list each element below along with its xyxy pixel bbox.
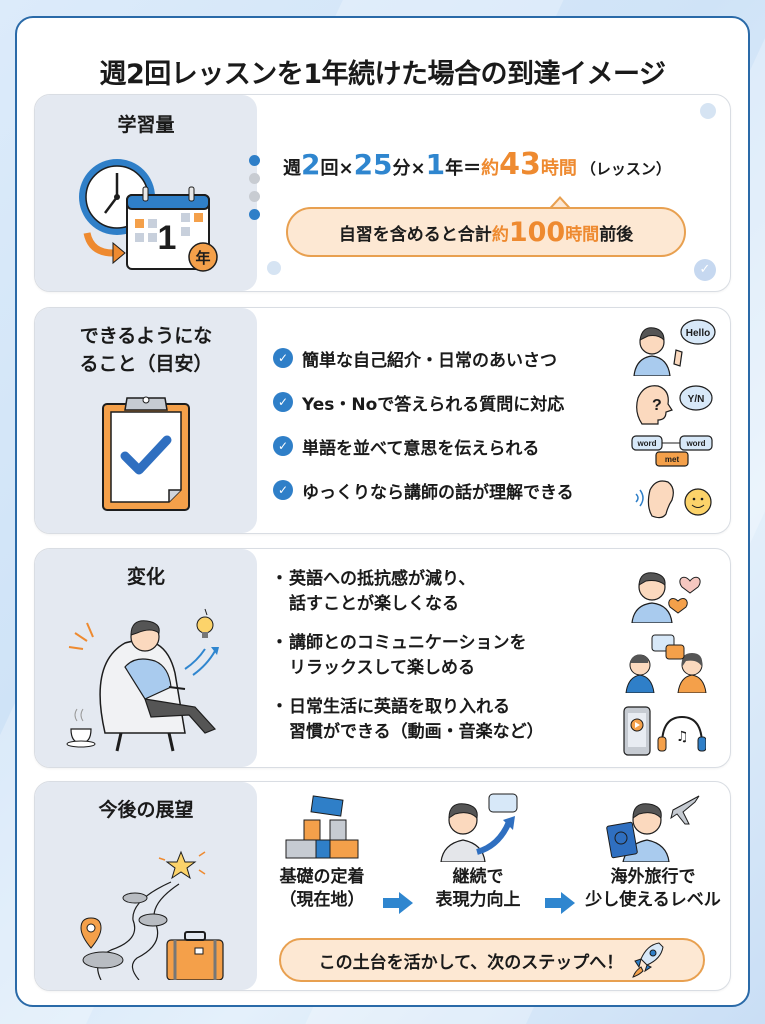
lesson-hours-formula: 週 2 回× 25 分× 1 年＝ 約 43 時間 （レッスン） xyxy=(283,147,671,182)
person-hearts-icon xyxy=(631,572,701,623)
clipboard-check-icon xyxy=(102,396,190,511)
section-left-panel: 学習量 1 xyxy=(35,95,257,291)
list-item: ・ 講師とのコミュニケーションをリラックスして楽しめる xyxy=(271,633,527,678)
svg-text:1: 1 xyxy=(158,219,177,257)
building-blocks-icon xyxy=(285,795,359,859)
section-title: 変化 xyxy=(126,566,165,588)
path-star-suitcase-icon xyxy=(80,850,224,980)
page-title: 週2回レッスンを1年続けた場合の到達イメージ xyxy=(99,59,666,90)
rocket-icon xyxy=(632,942,664,978)
list-item: ✓ ゆっくりなら講師の話が理解できる xyxy=(273,468,574,512)
svg-text:Y/N: Y/N xyxy=(688,394,705,405)
list-item: ✓ Yes・Noで答えられる質問に対応 xyxy=(273,380,574,424)
section-right-panel: ✓ 簡単な自己紹介・日常のあいさつ ✓ Yes・Noで答えられる質問に対応 ✓ … xyxy=(257,308,730,533)
svg-text:word: word xyxy=(685,439,705,448)
check-decoration-icon: ✓ xyxy=(694,259,716,281)
future-steps: 基礎の定着 （現在地） 継続で 表現力向上 xyxy=(263,790,733,930)
clock-calendar-icon: 1 年 xyxy=(79,159,218,272)
check-icon: ✓ xyxy=(273,392,293,412)
decorative-circle xyxy=(700,103,716,119)
section-changes: 変化 xyxy=(34,548,731,768)
waving-person-hello-icon: Hello xyxy=(633,319,716,376)
list-item: ✓ 単語を並べて意思を伝えられる xyxy=(273,424,574,468)
step-continuation: 継続で 表現力向上 xyxy=(413,790,543,912)
svg-text:met: met xyxy=(665,455,680,464)
ear-smile-icon xyxy=(635,480,712,519)
list-item: ✓ 簡単な自己紹介・日常のあいさつ xyxy=(273,336,574,380)
section-left-panel: 今後の展望 xyxy=(35,782,257,990)
relaxed-person-chair-icon xyxy=(66,608,219,752)
section-right-panel: ・ 英語への抵抗感が減り、話すことが楽しくなる ・ 講師とのコミュニケーションを… xyxy=(257,549,730,767)
svg-text:word: word xyxy=(636,439,656,448)
section-left-panel: できるようにな ること（目安） xyxy=(35,308,257,533)
check-icon: ✓ xyxy=(273,480,293,500)
section-future-outlook: 今後の展望 xyxy=(34,781,731,991)
can-do-list: ✓ 簡単な自己紹介・日常のあいさつ ✓ Yes・Noで答えられる質問に対応 ✓ … xyxy=(273,336,574,512)
section-can-do: できるようにな ること（目安） ✓ 簡単な自己紹介・日常のあいさつ ✓ xyxy=(34,307,731,534)
section-title: 学習量 xyxy=(117,114,175,136)
check-icon: ✓ xyxy=(273,436,293,456)
total-hours-callout: 自習を含めると合計 約 100 時間 前後 xyxy=(286,207,686,257)
svg-text:Hello: Hello xyxy=(686,328,710,339)
list-item: ・ 英語への抵抗感が減り、話すことが楽しくなる xyxy=(271,569,476,614)
svg-text:?: ? xyxy=(652,397,662,414)
traveler-passport-plane-icon xyxy=(606,795,700,863)
decorative-circle xyxy=(267,261,281,275)
person-growth-arrow-icon xyxy=(440,793,518,863)
head-question-icon: ? Y/N xyxy=(636,385,713,425)
section-left-panel: 変化 xyxy=(35,549,257,767)
section-title: 今後の展望 xyxy=(98,799,194,821)
svg-text:年: 年 xyxy=(195,249,210,267)
next-step-banner: この土台を活かして、次のステップへ！ xyxy=(279,938,705,982)
section-right-panel: 週 2 回× 25 分× 1 年＝ 約 43 時間 （レッスン） 自習を含めると… xyxy=(249,95,730,291)
progress-dots xyxy=(249,155,260,227)
section-title: できるようにな ること（目安） xyxy=(79,325,213,375)
section-study-amount: 学習量 1 xyxy=(34,94,731,292)
arrow-right-icon xyxy=(383,892,413,918)
step-travel: 海外旅行で 少し使えるレベル xyxy=(573,790,733,912)
list-item: ・ 日常生活に英語を取り入れる習慣ができる（動画・音楽など） xyxy=(271,697,544,742)
arrow-right-icon xyxy=(545,892,575,918)
phone-headphones-icon: ♫ xyxy=(623,706,706,756)
changes-list: ・ 英語への抵抗感が減り、話すことが楽しくなる ・ 講師とのコミュニケーションを… xyxy=(271,567,544,759)
infographic-card: 週2回レッスンを1年続けた場合の到達イメージ 学習量 xyxy=(15,16,750,1007)
svg-text:♫: ♫ xyxy=(676,729,689,745)
callout-pointer xyxy=(549,196,571,209)
section-right-panel: 基礎の定着 （現在地） 継続で 表現力向上 xyxy=(257,782,730,990)
check-icon: ✓ xyxy=(273,348,293,368)
step-foundation: 基礎の定着 （現在地） xyxy=(263,790,381,912)
two-people-chat-icon xyxy=(625,634,707,693)
word-bubbles-icon: word word met xyxy=(631,435,713,467)
